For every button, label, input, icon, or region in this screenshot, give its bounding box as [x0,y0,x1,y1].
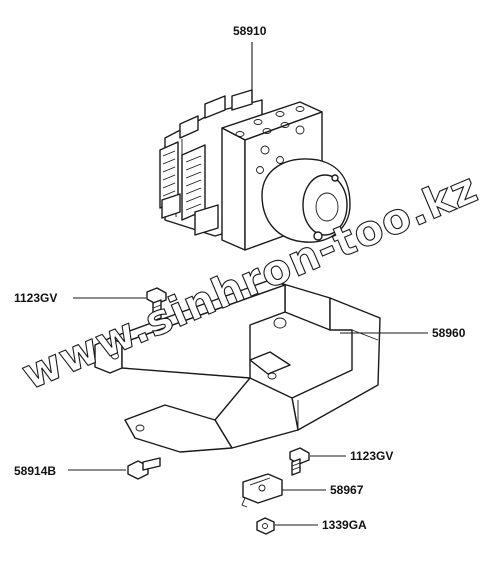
bolt-1123gv-right [289,447,310,476]
callout-1123gv-top: 1123GV [14,291,57,305]
callout-1339ga: 1339GA [322,518,367,532]
bolt-58914b [127,457,161,480]
callout-58914b: 58914B [14,464,56,478]
hydraulic-unit [159,89,351,251]
callout-1123gv-right: 1123GV [350,449,393,463]
mounting-bracket [94,279,381,453]
bolt-1123gv-top [146,287,167,322]
clip-58967 [241,473,283,508]
nut-1339ga [256,517,275,535]
callout-58960: 58960 [432,326,466,340]
callout-58967: 58967 [330,483,364,497]
callout-58910: 58910 [233,24,267,38]
